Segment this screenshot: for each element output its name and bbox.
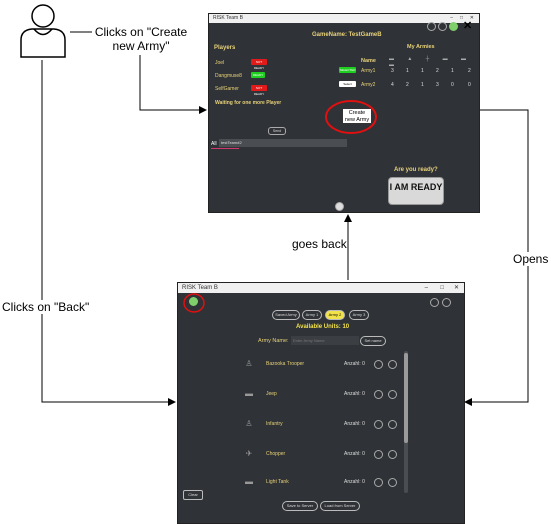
unit-name: Jeep	[266, 391, 277, 397]
settings-icon[interactable]	[427, 22, 436, 31]
army-name-label: Army Name:	[258, 338, 289, 344]
unit-count: Anzahl: 0	[344, 361, 365, 367]
highlight-circle	[325, 100, 377, 134]
player-status-badge: NOT READY	[251, 59, 267, 70]
player-name: Dangmuse8	[215, 73, 242, 79]
tab-army-2[interactable]: Army 2	[325, 310, 345, 320]
army-builder-window: RISK Team B – □ ✕ Saved Army Army 1 Army…	[177, 282, 465, 524]
infantry-icon: ♙	[245, 419, 253, 428]
chat-underline	[211, 148, 239, 149]
lobby-titlebar: RISK Team B – □ ✕	[209, 14, 479, 23]
player-name: SelfGamer	[215, 86, 239, 92]
ready-button[interactable]: I AM READY	[388, 177, 444, 205]
add-unit-button[interactable]	[374, 450, 383, 459]
add-unit-button[interactable]	[374, 478, 383, 487]
maximize-icon[interactable]: □	[440, 285, 444, 291]
bazooka-trooper-icon: ♙	[245, 359, 253, 368]
unit-list-scrollbar[interactable]	[404, 351, 408, 493]
unit-name: Bazooka Trooper	[266, 361, 305, 367]
available-units: Available Units: 10	[296, 324, 350, 330]
unit-count: Anzahl: 0	[344, 421, 365, 427]
chopper-icon: ✈	[245, 449, 253, 458]
army-select-button[interactable]: SELECTED	[339, 67, 356, 73]
unit-row: ♙ Infantry Anzahl: 0	[178, 413, 408, 437]
close-icon[interactable]: ✕	[453, 285, 459, 291]
my-armies-heading: My Armies	[407, 44, 435, 50]
waiting-text: Waiting for one more Player	[215, 100, 282, 106]
close-icon[interactable]: ✕	[469, 15, 474, 21]
minimize-icon[interactable]: –	[450, 15, 453, 21]
sound-icon[interactable]	[449, 22, 458, 31]
unit-name: Chopper	[266, 451, 286, 457]
chat-input[interactable]: testTeam#2	[219, 139, 347, 147]
add-unit-button[interactable]	[374, 360, 383, 369]
unit-row: ✈ Chopper Anzahl: 0	[178, 443, 408, 467]
unit-count: Anzahl: 0	[344, 479, 365, 485]
close-x-icon[interactable]: ✕	[463, 20, 473, 32]
army-unit-icons: ▬ ▲ ┼ ▬ ▬ ▬	[389, 56, 473, 68]
info-icon[interactable]	[442, 298, 451, 307]
label-clicks-create: Clicks on "Create new Army"	[93, 25, 189, 53]
army-select-button[interactable]: Select	[339, 81, 356, 87]
scrollbar-thumb[interactable]	[404, 353, 408, 443]
tab-army-3[interactable]: Army 3	[349, 310, 369, 320]
label-goes-back: goes back	[292, 237, 347, 251]
save-to-server-button[interactable]: Save to Server	[282, 501, 318, 511]
armies-col-name: Name	[361, 58, 376, 64]
remove-unit-button[interactable]	[388, 360, 397, 369]
minimize-icon[interactable]: –	[424, 285, 428, 291]
add-unit-button[interactable]	[374, 420, 383, 429]
unit-row: ▬ Light Tank Anzahl: 0	[178, 471, 408, 495]
remove-unit-button[interactable]	[388, 390, 397, 399]
light-tank-icon: ▬	[245, 477, 253, 486]
back-arrow-icon[interactable]	[335, 202, 344, 211]
army-name: Army1	[361, 68, 376, 74]
remove-unit-button[interactable]	[388, 478, 397, 487]
tab-army-1[interactable]: Army 1	[302, 310, 322, 320]
back-button-icon[interactable]	[189, 297, 198, 306]
label-opens: Opens	[513, 252, 549, 266]
ready-question: Are you ready?	[394, 167, 438, 173]
label-clicks-back: Clicks on "Back"	[2, 300, 90, 314]
chat-tab-all[interactable]: All	[211, 141, 217, 147]
user-figure-icon	[20, 4, 66, 58]
lobby-window-title: RISK Team B	[213, 15, 243, 21]
highlight-circle	[183, 293, 205, 313]
players-heading: Players	[214, 45, 236, 51]
unit-row: ▬ Jeep Anzahl: 0	[178, 383, 408, 407]
add-unit-button[interactable]	[374, 390, 383, 399]
builder-titlebar: RISK Team B – □ ✕	[178, 283, 464, 293]
clear-button[interactable]: Clear	[183, 490, 203, 500]
player-status-badge: NOT READY	[251, 85, 267, 96]
unit-name: Infantry	[266, 421, 283, 427]
builder-window-title: RISK Team B	[182, 285, 218, 291]
unit-row: ♙ Bazooka Trooper Anzahl: 0	[178, 353, 408, 377]
player-name: Joel	[215, 60, 225, 66]
create-army-button[interactable]: Create new Army	[342, 108, 372, 124]
unit-count: Anzahl: 0	[344, 451, 365, 457]
settings-icon[interactable]	[430, 298, 439, 307]
player-status-badge: READY	[251, 72, 265, 78]
remove-unit-button[interactable]	[388, 420, 397, 429]
army-name: Army2	[361, 82, 376, 88]
unit-count: Anzahl: 0	[344, 391, 365, 397]
maximize-icon[interactable]: □	[459, 15, 463, 21]
unit-name: Light Tank	[266, 479, 289, 485]
load-from-server-button[interactable]: Load from Server	[320, 501, 360, 511]
info-icon[interactable]	[438, 22, 447, 31]
game-name: GameName: TestGameB	[312, 32, 382, 38]
set-name-button[interactable]: Set name	[360, 336, 386, 346]
send-button[interactable]: Send	[268, 127, 286, 135]
lobby-window: RISK Team B – □ ✕ ✕ GameName: TestGameB …	[208, 13, 480, 213]
army-name-input[interactable]: Enter Army Name	[291, 336, 359, 345]
tab-saved-army[interactable]: Saved Army	[272, 310, 300, 320]
remove-unit-button[interactable]	[388, 450, 397, 459]
jeep-icon: ▬	[245, 389, 253, 398]
